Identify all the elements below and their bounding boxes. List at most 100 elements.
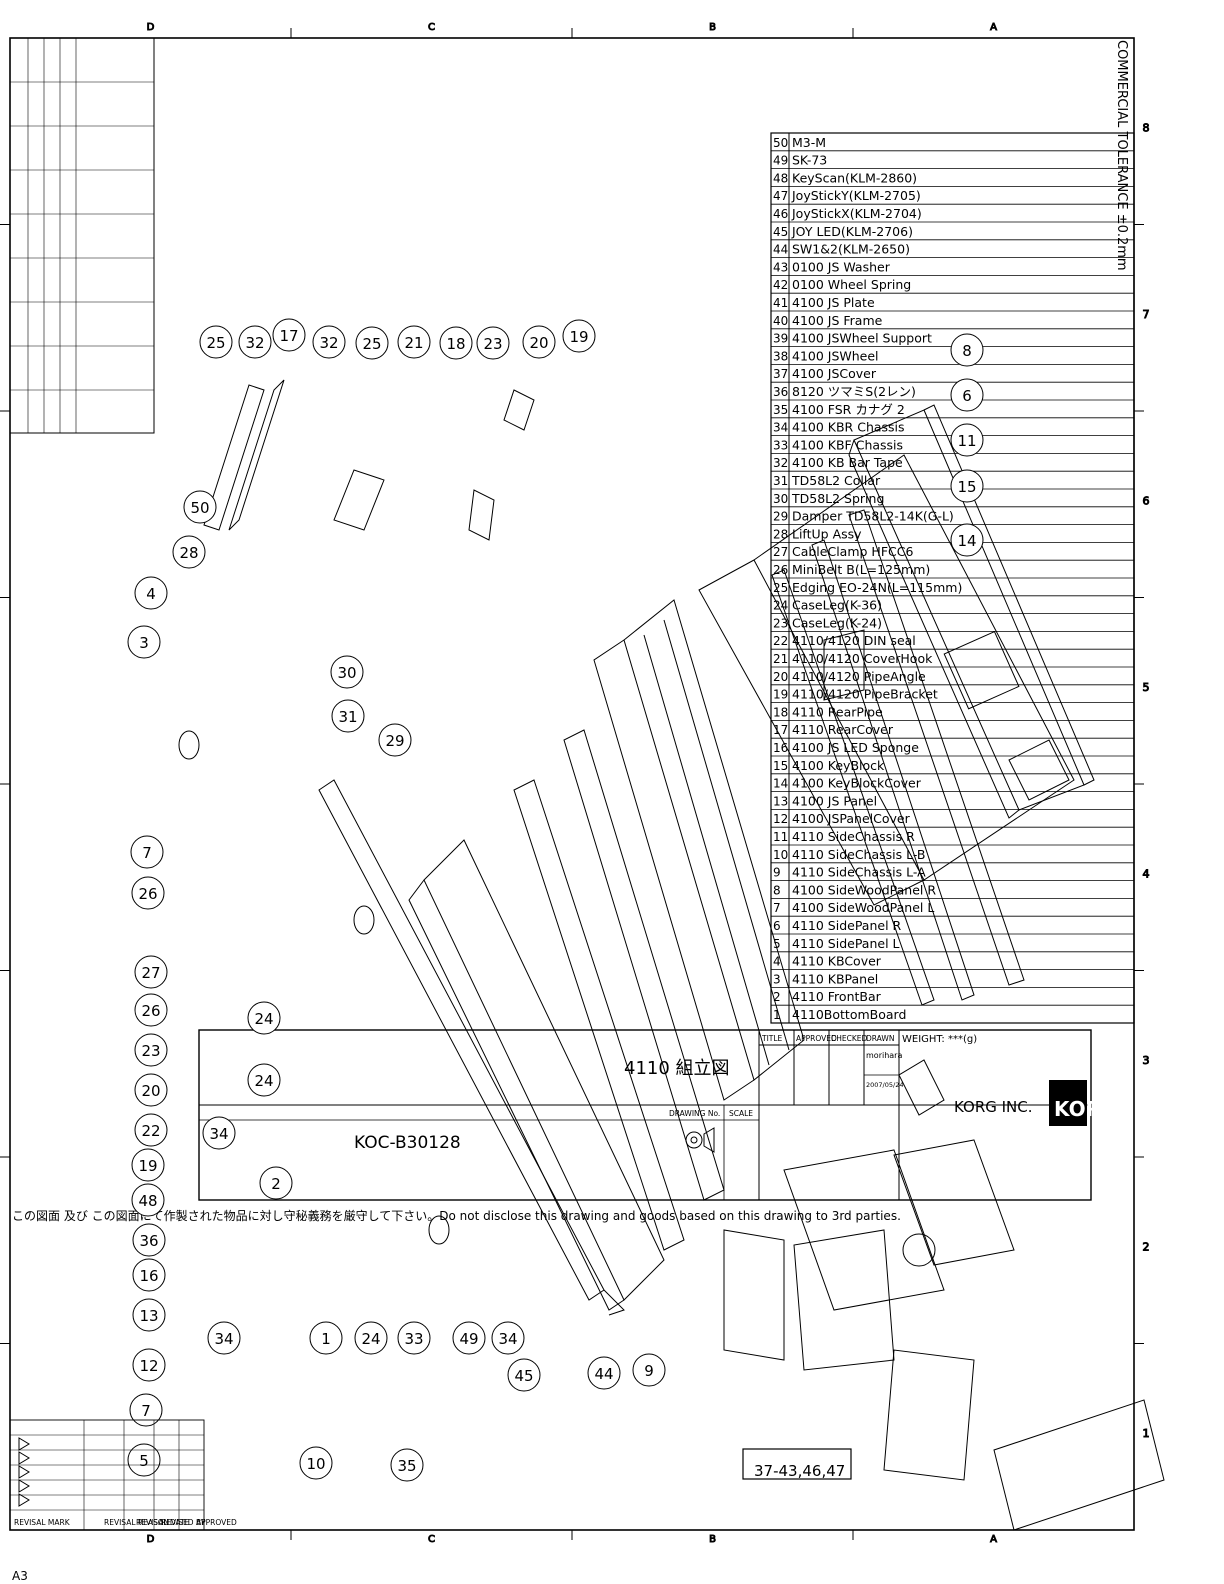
- callout-label: 44: [594, 1365, 613, 1383]
- zone-row-label: A: [990, 1534, 997, 1545]
- drawn-by: morihara: [866, 1051, 902, 1060]
- sheet-size: A3: [12, 1569, 28, 1583]
- part-name: Damper TD58L2-14K(G-L): [792, 509, 954, 524]
- kb-panel: [848, 404, 1095, 819]
- part-name: 4110 KBPanel: [792, 971, 878, 986]
- projection-symbol: [685, 1127, 715, 1153]
- part-number: 45: [773, 225, 788, 239]
- callout: 24: [247, 1001, 281, 1035]
- callout-label: 21: [404, 334, 423, 352]
- callout-label: 22: [141, 1122, 160, 1140]
- weight-label: WEIGHT: ***(g): [902, 1034, 977, 1045]
- callout-label: 23: [141, 1042, 160, 1060]
- callout-label: 10: [306, 1455, 325, 1473]
- callout: 9: [632, 1353, 666, 1387]
- callout-label: 4: [146, 585, 156, 603]
- callout-label: 15: [957, 478, 976, 496]
- part-number: 14: [773, 777, 788, 791]
- part-number: 35: [773, 403, 788, 417]
- callout-label: 24: [361, 1330, 380, 1348]
- callout: 30: [330, 655, 364, 689]
- misc-parts: [468, 389, 945, 1116]
- callout-label: 49: [459, 1330, 478, 1348]
- callout: 1: [309, 1321, 343, 1355]
- callout: 32: [312, 325, 346, 359]
- callout: 14: [950, 523, 984, 557]
- zone-row-label: D: [147, 22, 155, 33]
- part-name: 4100 FSR カナグ 2: [792, 402, 905, 417]
- drawing-no-label: DRAWING No.: [669, 1109, 720, 1118]
- callout: 23: [476, 326, 510, 360]
- callout-label: 7: [142, 844, 152, 862]
- part-number: 44: [773, 243, 788, 257]
- callout-label: 26: [141, 1002, 160, 1020]
- part-name: Edging EO-24N(L=115mm): [792, 580, 962, 595]
- part-number: 25: [773, 581, 788, 595]
- callout: 49: [452, 1321, 486, 1355]
- callout-label: 28: [179, 544, 198, 562]
- callout: 34: [491, 1321, 525, 1355]
- zone-row-label: C: [428, 22, 435, 33]
- part-name: MiniBelt B(L=125mm): [792, 562, 930, 577]
- callout: 32: [238, 325, 272, 359]
- callout-label: 25: [362, 335, 381, 353]
- drawn-label: DRAWN: [866, 1034, 894, 1043]
- part-name: M3-M: [792, 135, 826, 150]
- part-number: 40: [773, 314, 788, 328]
- part-number: 23: [773, 616, 788, 630]
- part-number: 46: [773, 207, 788, 221]
- part-number: 37: [773, 367, 788, 381]
- callout-label: 34: [498, 1330, 517, 1348]
- callout: 3: [127, 625, 161, 659]
- callout: 18: [439, 326, 473, 360]
- callout-label: 1: [321, 1330, 331, 1348]
- title-block: WEIGHT: ***(g) KORG KORG INC. DRAWN CHEC…: [198, 1029, 1117, 1201]
- callout-label: 20: [141, 1082, 160, 1100]
- part-number: 49: [773, 154, 788, 168]
- part-number: 1: [773, 1008, 781, 1022]
- right-side-panels: [203, 379, 385, 531]
- callout: 19: [131, 1148, 165, 1182]
- callout-label: 13: [139, 1307, 158, 1325]
- callout: 35: [390, 1448, 424, 1482]
- callout-label: 11: [957, 432, 976, 450]
- callout: 22: [134, 1113, 168, 1147]
- part-number: 2: [773, 990, 781, 1004]
- title-label: TITLE: [761, 1034, 783, 1043]
- part-number: 17: [773, 723, 788, 737]
- callout-label: 6: [962, 387, 972, 405]
- callout-label: 19: [569, 328, 588, 346]
- kb-cover: [698, 454, 1075, 906]
- callout: 6: [950, 378, 984, 412]
- callout: 45: [507, 1358, 541, 1392]
- callout-label: 5: [139, 1452, 149, 1470]
- part-name: 4110 SidePanel L: [792, 936, 900, 951]
- zone-col-label: 1: [1143, 1427, 1150, 1440]
- callout: 50: [183, 490, 217, 524]
- part-number: 22: [773, 634, 788, 648]
- part-number: 3: [773, 972, 781, 986]
- part-name: JoyStickX(KLM-2704): [791, 206, 922, 221]
- callout-label: 8: [962, 342, 972, 360]
- callout-label: 3: [139, 634, 149, 652]
- zone-col-label: 7: [1143, 308, 1150, 321]
- part-number: 9: [773, 866, 781, 880]
- part-name: SK-73: [792, 153, 827, 168]
- callout: 24: [354, 1321, 388, 1355]
- chassis-rails: [513, 729, 725, 1251]
- part-name: LiftUp Assy: [792, 526, 862, 541]
- left-side-assembly: [723, 1139, 1165, 1531]
- part-number: 20: [773, 670, 788, 684]
- callout: 20: [134, 1073, 168, 1107]
- callout: 5: [127, 1443, 161, 1477]
- callout: 20: [522, 325, 556, 359]
- callout-label: 20: [529, 334, 548, 352]
- part-name: 4100 JS Frame: [792, 313, 883, 328]
- part-name: 4110/4120 PipeAngle: [792, 669, 926, 684]
- callout-label: 48: [138, 1192, 157, 1210]
- callout-label: 14: [957, 532, 976, 550]
- callout-label: 34: [209, 1125, 228, 1143]
- callout-label: 36: [139, 1232, 158, 1250]
